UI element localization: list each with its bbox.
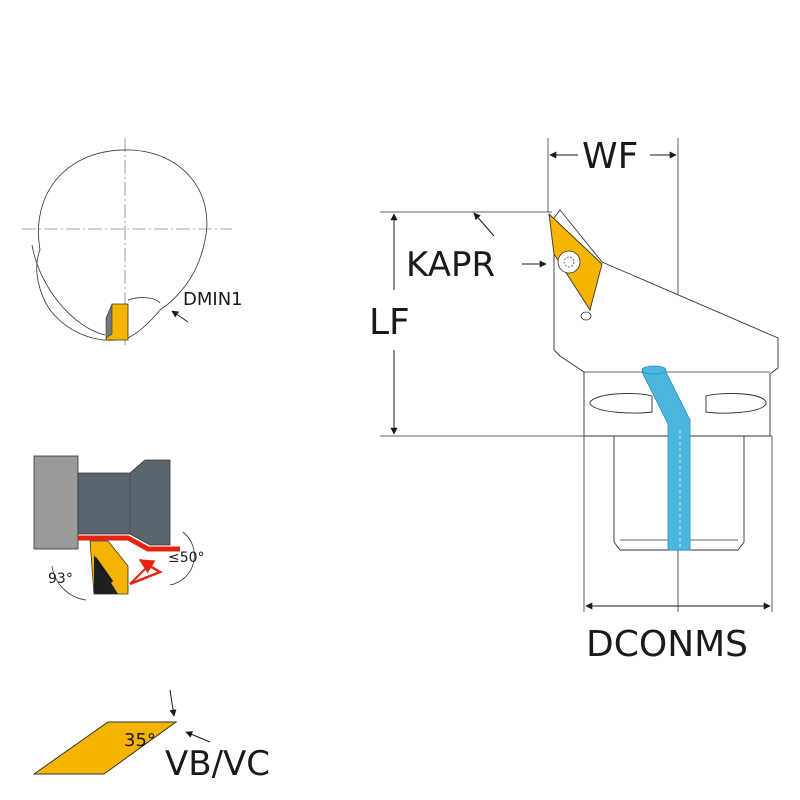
insert-angle-label: 35°: [124, 730, 156, 751]
dconms-label: DCONMS: [586, 624, 748, 665]
dmin1-arrow: [171, 310, 189, 323]
lf-label: LF: [369, 302, 410, 343]
kapr-arrow-top: [473, 212, 495, 237]
torx-screw-icon: [557, 250, 581, 274]
clamp-hole: [580, 311, 592, 321]
bore-outline: [36, 149, 208, 341]
coolant-slot-left: [589, 393, 653, 414]
clamp-block: [33, 455, 79, 550]
holder-main-view: WF KAPR LF DCONMS: [369, 136, 779, 665]
angle-max50-label: ≤50°: [168, 550, 205, 566]
dmin1-label: DMIN1: [183, 289, 243, 310]
wf-label: WF: [582, 136, 638, 177]
insert-shape-view: 35° VB/VC: [32, 689, 270, 784]
angle-93-label: 93°: [48, 571, 73, 587]
insert-angle-arrow-top: [169, 689, 177, 717]
kapr-label: KAPR: [406, 245, 495, 285]
torx-socket: [563, 256, 575, 268]
insert-type-label: VB/VC: [165, 744, 270, 784]
coolant-outlet: [641, 365, 667, 375]
end-view: DMIN1: [22, 138, 243, 345]
insert-angle-arrow-side: [185, 731, 211, 743]
ramp-line: [129, 565, 149, 585]
coolant-slot-right: [705, 393, 767, 414]
angle-93-arc: [51, 565, 87, 601]
inner-arc: [31, 244, 106, 336]
insert-stripe: [93, 557, 114, 583]
bar-contour: [127, 297, 161, 304]
red-profile-line: [78, 535, 180, 552]
approach-detail: 93° ≤50°: [33, 455, 205, 601]
insert-side-shade: [105, 303, 113, 339]
plunge-arrow: [129, 558, 163, 586]
vb-vc-insert: [32, 721, 178, 775]
coolant-channel: [641, 371, 691, 551]
holder-body: [77, 459, 171, 546]
angle-50-arc: [169, 531, 195, 586]
